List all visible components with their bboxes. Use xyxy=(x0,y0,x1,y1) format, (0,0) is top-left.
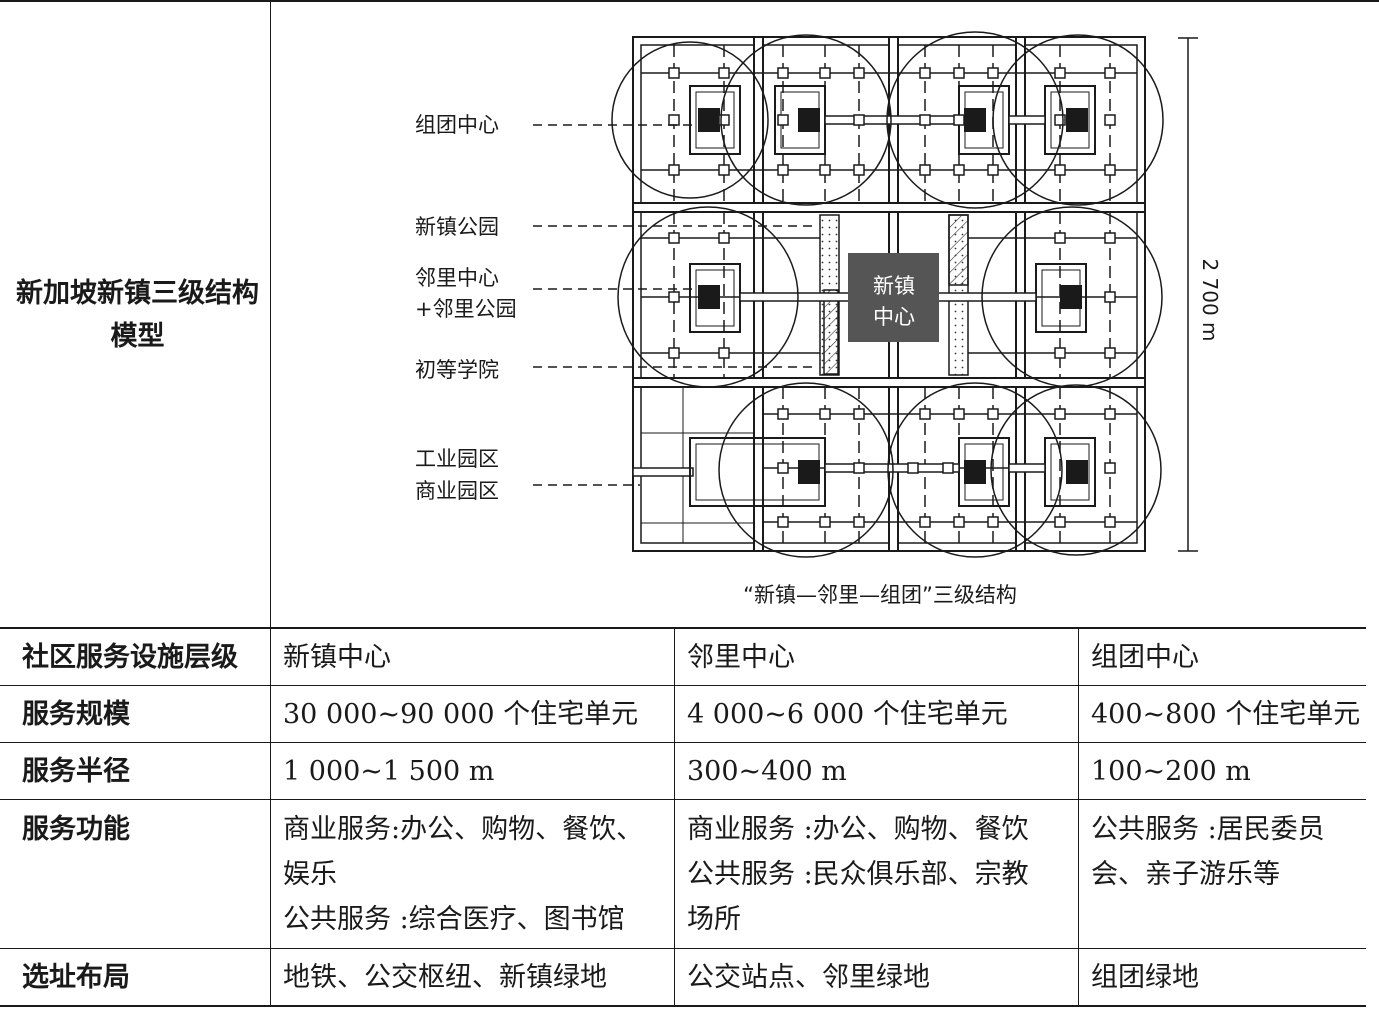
table-cell: 商业服务:办公、购物、餐饮、 xyxy=(283,814,644,845)
table-cell: 公共服务 :民众俱乐部、宗教 xyxy=(687,859,1029,890)
table-cell: 公交站点、邻里绿地 xyxy=(687,962,930,993)
row-header: 选址布局 xyxy=(22,962,130,993)
label-neighbourhood-park: +邻里公园 xyxy=(415,297,517,321)
label-primary-school: 初等学院 xyxy=(415,358,499,382)
column-divider-left xyxy=(270,2,271,1006)
table-cell: 100~200 m xyxy=(1091,756,1251,787)
table-cell: 场所 xyxy=(687,904,741,935)
table-cell: 公共服务 :综合医疗、图书馆 xyxy=(283,904,625,935)
town-structure-diagram: 新镇 中心 组团中心 新镇公园 邻里中心 +邻里公园 初等学院 工业园区 商业园… xyxy=(415,31,1222,607)
label-town-park: 新镇公园 xyxy=(415,215,499,239)
table-cell: 新镇中心 xyxy=(283,642,391,673)
table-cell: 4 000~6 000 个住宅单元 xyxy=(687,699,1008,730)
label-cluster-center: 组团中心 xyxy=(415,113,499,137)
table-cell: 邻里中心 xyxy=(687,642,795,673)
town-center-label-1: 新镇 xyxy=(873,274,915,298)
leader-lines xyxy=(533,124,818,486)
table-cell: 组团绿地 xyxy=(1091,962,1199,993)
table-cell: 300~400 m xyxy=(687,756,847,787)
dimension-bar xyxy=(1178,37,1198,552)
row-rule-2 xyxy=(0,742,1366,743)
diagram-caption: “新镇—邻里—组团”三级结构 xyxy=(743,583,1017,607)
table-cell: 地铁、公交枢纽、新镇绿地 xyxy=(283,962,607,993)
label-commercial-park: 商业园区 xyxy=(415,479,499,503)
column-divider-mid xyxy=(674,628,675,1006)
row-rule-3 xyxy=(0,799,1366,800)
column-divider-right xyxy=(1078,628,1079,1006)
table-cell: 组团中心 xyxy=(1091,642,1199,673)
dimension-label: 2 700 m xyxy=(1198,258,1222,341)
row-header: 服务半径 xyxy=(22,756,130,787)
model-label: 新加坡新镇三级结构模型 xyxy=(16,278,259,352)
table-cell: 400~800 个住宅单元 xyxy=(1091,699,1361,730)
table-cell: 商业服务 :办公、购物、餐饮 xyxy=(687,814,1029,845)
label-industrial-park: 工业园区 xyxy=(415,447,499,471)
industrial-park-grid xyxy=(632,387,754,543)
row-header: 服务规模 xyxy=(22,699,130,730)
row-rule-4 xyxy=(0,948,1366,949)
table-cell: 30 000~90 000 个住宅单元 xyxy=(283,699,639,730)
row-header: 服务功能 xyxy=(22,814,130,845)
label-neighbourhood-center: 邻里中心 xyxy=(415,266,499,290)
diagram-labels: 组团中心 新镇公园 邻里中心 +邻里公园 初等学院 工业园区 商业园区 xyxy=(415,113,517,503)
table-bottom-rule xyxy=(0,1005,1366,1007)
table-top-rule xyxy=(0,0,1379,2)
service-radius-circles xyxy=(611,31,1164,558)
row-rule-1 xyxy=(0,685,1366,686)
table-cell: 公共服务 :居民委员 xyxy=(1091,814,1325,845)
table-header-rule xyxy=(0,627,1366,629)
town-center: 新镇 中心 xyxy=(848,253,939,342)
table-cell: 1 000~1 500 m xyxy=(283,756,495,787)
cluster-centers xyxy=(698,108,1088,484)
town-center-label-2: 中心 xyxy=(873,305,915,329)
bus-stops xyxy=(668,67,1116,528)
table-cell: 娱乐 xyxy=(283,859,337,890)
row-header: 社区服务设施层级 xyxy=(22,642,238,673)
table-cell: 会、亲子游乐等 xyxy=(1091,859,1280,890)
